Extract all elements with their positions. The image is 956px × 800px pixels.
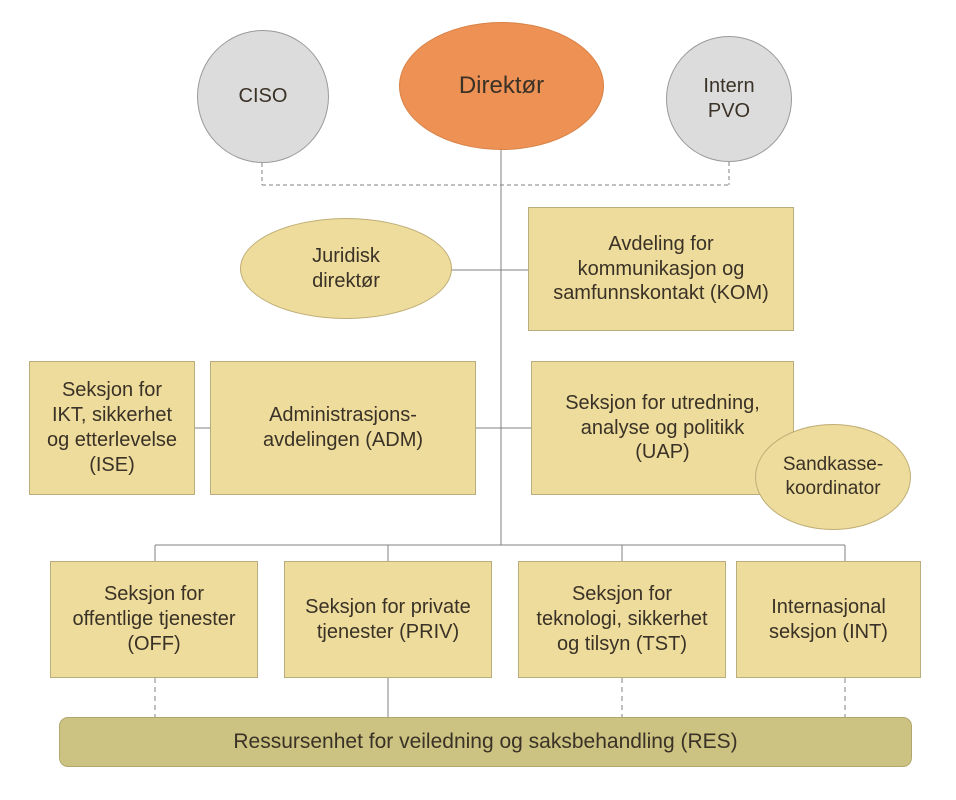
node-ciso[interactable]: CISO xyxy=(197,30,329,163)
node-tst-label: Seksjon for teknologi, sikkerhet og tils… xyxy=(536,583,708,655)
node-sandkasse-koordinator-label: Sandkasse- koordinator xyxy=(782,454,884,499)
node-ise-label: Seksjon for IKT, sikkerhet og etterlevel… xyxy=(46,379,178,476)
node-direktor-label: Direktør xyxy=(458,72,545,100)
node-intern-pvo[interactable]: Intern PVO xyxy=(666,36,792,162)
node-uap-label: Seksjon for utredning, analyse og politi… xyxy=(565,391,760,464)
node-off[interactable]: Seksjon for offentlige tjenester (OFF) xyxy=(50,561,258,678)
node-int[interactable]: Internasjonal seksjon (INT) xyxy=(736,561,921,678)
node-ise[interactable]: Seksjon for IKT, sikkerhet og etterlevel… xyxy=(29,361,195,495)
node-res-label: Ressursenhet for veiledning og saksbehan… xyxy=(233,729,738,753)
node-intern-pvo-label: Intern PVO xyxy=(703,75,755,122)
node-adm[interactable]: Administrasjons- avdelingen (ADM) xyxy=(210,361,476,495)
node-juridisk-direktor[interactable]: Juridisk direktør xyxy=(240,218,452,319)
node-off-label: Seksjon for offentlige tjenester (OFF) xyxy=(72,583,236,655)
node-sandkasse-koordinator[interactable]: Sandkasse- koordinator xyxy=(755,424,911,530)
node-res[interactable]: Ressursenhet for veiledning og saksbehan… xyxy=(59,717,912,767)
node-ciso-label: CISO xyxy=(238,85,288,108)
node-tst[interactable]: Seksjon for teknologi, sikkerhet og tils… xyxy=(518,561,726,678)
node-juridisk-direktor-label: Juridisk direktør xyxy=(312,244,380,292)
node-direktor[interactable]: Direktør xyxy=(399,22,604,150)
node-kom[interactable]: Avdeling for kommunikasjon og samfunnsko… xyxy=(528,207,794,331)
node-adm-label: Administrasjons- avdelingen (ADM) xyxy=(262,404,424,451)
node-priv[interactable]: Seksjon for private tjenester (PRIV) xyxy=(284,561,492,678)
node-kom-label: Avdeling for kommunikasjon og samfunnsko… xyxy=(553,232,769,305)
node-int-label: Internasjonal seksjon (INT) xyxy=(769,595,888,643)
node-priv-label: Seksjon for private tjenester (PRIV) xyxy=(305,595,471,643)
node-uap[interactable]: Seksjon for utredning, analyse og politi… xyxy=(531,361,794,495)
